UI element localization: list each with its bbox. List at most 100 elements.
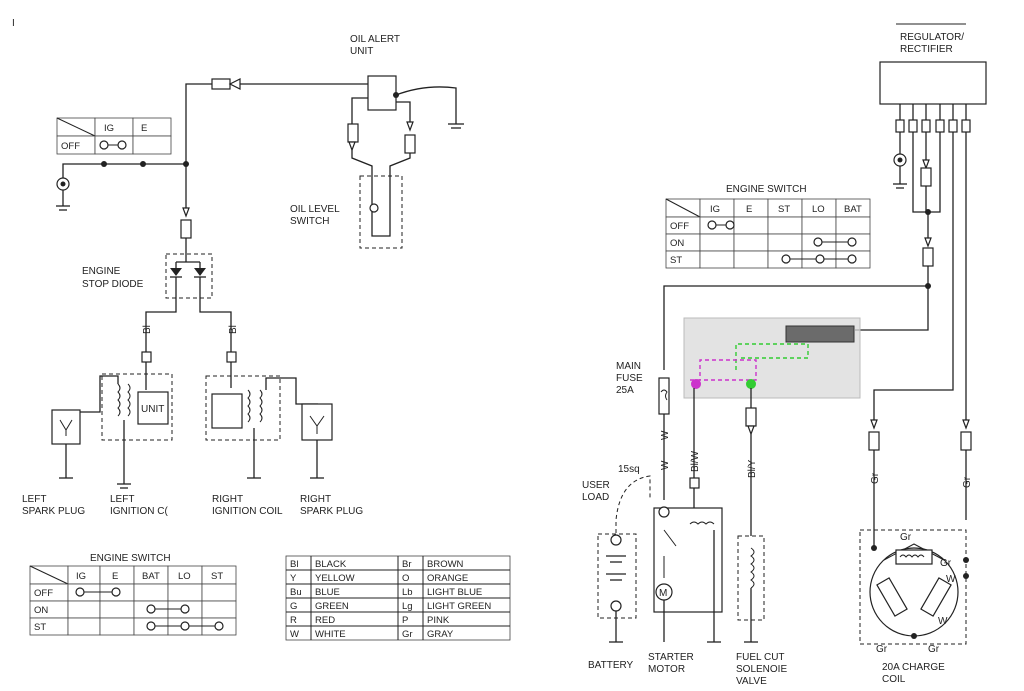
coil-wire-gr-br: Gr xyxy=(928,644,940,655)
regulator-pins xyxy=(895,104,971,133)
engine-switch-table-left: ENGINE SWITCH IG E BAT LO ST OFF ON ST xyxy=(29,553,237,636)
main-fuse-label-3: 25A xyxy=(616,385,634,396)
switch-right-row-off: OFF xyxy=(670,221,689,232)
legend-code: Br xyxy=(402,559,412,570)
switch-left-row-off: OFF xyxy=(34,588,53,599)
regulator-rectifier-label-1: REGULATOR/ xyxy=(900,32,964,43)
legend-color: RED xyxy=(315,615,335,626)
engine-stop-diode xyxy=(165,253,213,299)
legend-code: G xyxy=(290,601,297,612)
regulator-rectifier-label-2: RECTIFIER xyxy=(900,44,953,55)
user-load-label-2: LOAD xyxy=(582,492,609,503)
oil-alert-unit-label-1: OIL ALERT xyxy=(350,34,400,45)
connector-icon xyxy=(211,78,231,90)
battery xyxy=(597,533,637,619)
legend-color: YELLOW xyxy=(315,573,355,584)
legend-code: P xyxy=(402,615,408,626)
legend-code: Gr xyxy=(402,629,413,640)
left-ignition-coil-label-2: IGNITION C( xyxy=(110,506,168,517)
legend-color: WHITE xyxy=(315,629,346,640)
switch-right-h-st: ST xyxy=(778,204,790,215)
engine-switch-table-right: ENGINE SWITCH IG E ST LO BAT OFF ON ST xyxy=(665,184,871,269)
left-ignition-coil-label-1: LEFT xyxy=(110,494,134,505)
left-spark-plug xyxy=(51,409,81,445)
wire-code-bl-right: Bl xyxy=(228,325,239,334)
legend-code: W xyxy=(290,629,299,640)
wire-code-gr-right: Gr xyxy=(962,476,973,488)
right-spark-plug-label-2: SPARK PLUG xyxy=(300,506,363,517)
engine-stop-diode-label-2: STOP DIODE xyxy=(82,279,144,290)
right-ignition-coil xyxy=(205,375,281,441)
wire-code-gr: Gr xyxy=(870,472,881,484)
redaction-bar xyxy=(785,325,855,343)
motor-symbol: M xyxy=(659,588,667,599)
oil-level-switch-label-2: SWITCH xyxy=(290,216,329,227)
color-legend-table: Bl BLACK Br BROWN Y YELLOW O ORANGE Bu B… xyxy=(285,555,511,641)
coil-wire-gr-right: Gr xyxy=(940,558,952,569)
engine-switch-right-title: ENGINE SWITCH xyxy=(726,184,807,195)
coil-wire-gr-bl: Gr xyxy=(876,644,888,655)
main-fuse-label-1: MAIN xyxy=(616,361,641,372)
legend-color: BLACK xyxy=(315,559,347,570)
left-ignition-coil xyxy=(101,373,173,441)
switch-left-h-st: ST xyxy=(211,571,223,582)
wire-code-bl-w: Bl/W xyxy=(690,450,701,472)
oil-level-switch xyxy=(359,175,403,249)
right-ignition-coil-label-2: IGNITION COIL xyxy=(212,506,283,517)
charge-coil-label-2: COIL xyxy=(882,674,906,685)
switch-left-h-lo: LO xyxy=(178,571,191,582)
engine-stop-diode-label-1: ENGINE xyxy=(82,266,121,277)
starter-motor-label-1: STARTER xyxy=(648,652,694,663)
oil-alert-unit xyxy=(367,75,397,111)
unit-label: UNIT xyxy=(141,404,164,415)
battery-label: BATTERY xyxy=(588,660,634,671)
wire-code-bl-y: Bl/Y xyxy=(747,459,758,478)
switch-left-row-on: ON xyxy=(34,605,48,616)
switch-left-h-bat: BAT xyxy=(142,571,160,582)
legend-code: Y xyxy=(290,573,297,584)
legend-code: Lb xyxy=(402,587,413,598)
switch-small-row-off: OFF xyxy=(61,141,80,152)
switch-small-header-e: E xyxy=(141,123,147,134)
switch-right-h-ig: IG xyxy=(710,204,720,215)
wire-code-bl-left: Bl xyxy=(142,325,153,334)
switch-right-h-bat: BAT xyxy=(844,204,862,215)
oil-level-switch-label-1: OIL LEVEL xyxy=(290,204,340,215)
fuel-cut-label-2: SOLENOIE xyxy=(736,664,787,675)
coil-wire-gr-top: Gr xyxy=(900,532,912,543)
user-load-label-1: USER xyxy=(582,480,610,491)
legend-color: GREEN xyxy=(315,601,349,612)
legend-code: Bl xyxy=(290,559,298,570)
right-spark-plug xyxy=(301,403,333,441)
switch-left-h-e: E xyxy=(112,571,118,582)
legend-code: R xyxy=(290,615,297,626)
right-ignition-coil-label-1: RIGHT xyxy=(212,494,243,505)
fuel-cut-label-1: FUEL CUT xyxy=(736,652,785,663)
magenta-marker xyxy=(691,379,701,389)
legend-code: Bu xyxy=(290,587,302,598)
switch-right-h-lo: LO xyxy=(812,204,825,215)
left-spark-plug-label-1: LEFT xyxy=(22,494,46,505)
oil-alert-unit-label-2: UNIT xyxy=(350,46,373,57)
legend-color: BLUE xyxy=(315,587,340,598)
wire-code-w-1: W xyxy=(660,430,671,440)
fuel-cut-label-3: VALVE xyxy=(736,676,767,687)
switch-left-h-ig: IG xyxy=(76,571,86,582)
main-fuse-label-2: FUSE xyxy=(616,373,643,384)
switch-table-small: IG E OFF xyxy=(56,117,172,155)
charge-coil xyxy=(859,529,967,645)
engine-switch-left-title: ENGINE SWITCH xyxy=(90,553,171,564)
legend-color: LIGHT GREEN xyxy=(427,601,491,612)
coil-wire-w-bottom: W xyxy=(938,616,948,627)
main-fuse xyxy=(658,377,670,415)
wire-code-w-2: W xyxy=(660,460,671,470)
switch-left-row-st: ST xyxy=(34,622,46,633)
legend-code: O xyxy=(402,573,409,584)
right-spark-plug-label-1: RIGHT xyxy=(300,494,331,505)
green-marker xyxy=(746,379,756,389)
switch-right-row-st: ST xyxy=(670,255,682,266)
charge-coil-label-1: 20A CHARGE xyxy=(882,662,945,673)
legend-color: ORANGE xyxy=(427,573,468,584)
